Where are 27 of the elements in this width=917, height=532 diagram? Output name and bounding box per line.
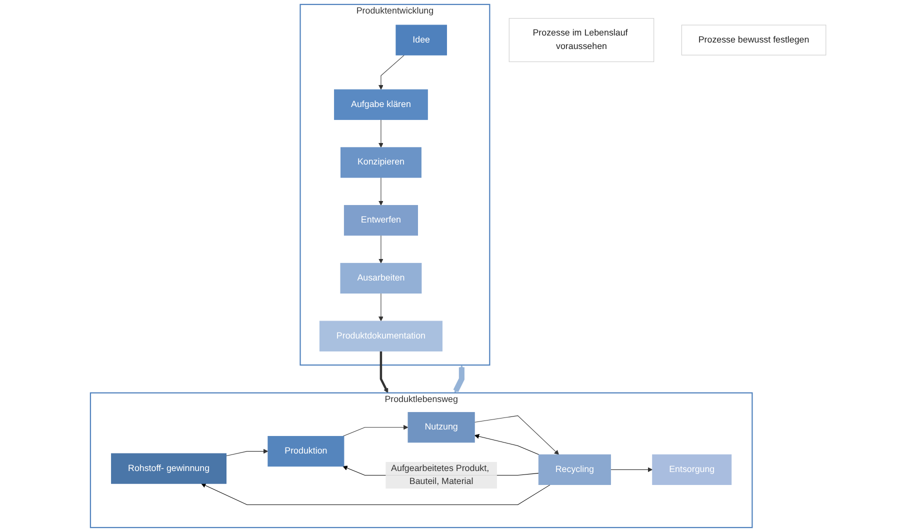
node-box: Rohstoff- gewinnung [111,453,227,484]
node-box: Idee [396,24,448,56]
node-box: Recycling [538,454,612,485]
node-box: Aufgabe klären [334,89,428,120]
node-box: Prozesse im Lebenslauf voraussehen [509,18,654,62]
arrow [474,415,560,455]
node-box: Nutzung [408,412,476,443]
arrow [342,424,409,437]
node-box: Produktion [268,436,344,467]
arrow [378,54,405,90]
node-box: Prozesse bewusst festlegen [682,24,826,56]
arrow [610,467,653,472]
arrow [201,483,551,505]
arrow [378,292,384,322]
node-box: Konzipieren [340,147,422,178]
arrow [474,434,540,455]
node-box: Entsorgung [652,454,732,485]
arrow [454,365,465,394]
arrow [378,177,384,206]
node-box: Produktdokumentation [320,320,443,352]
node-box: Ausarbeiten [340,262,422,294]
arrow [226,448,268,456]
arrow [378,119,384,148]
node-box: Entwerfen [344,205,418,236]
arrow [378,235,384,264]
edge-label: Aufgearbeitetes Produkt, Bauteil, Material [391,464,490,486]
arrow [380,351,388,394]
